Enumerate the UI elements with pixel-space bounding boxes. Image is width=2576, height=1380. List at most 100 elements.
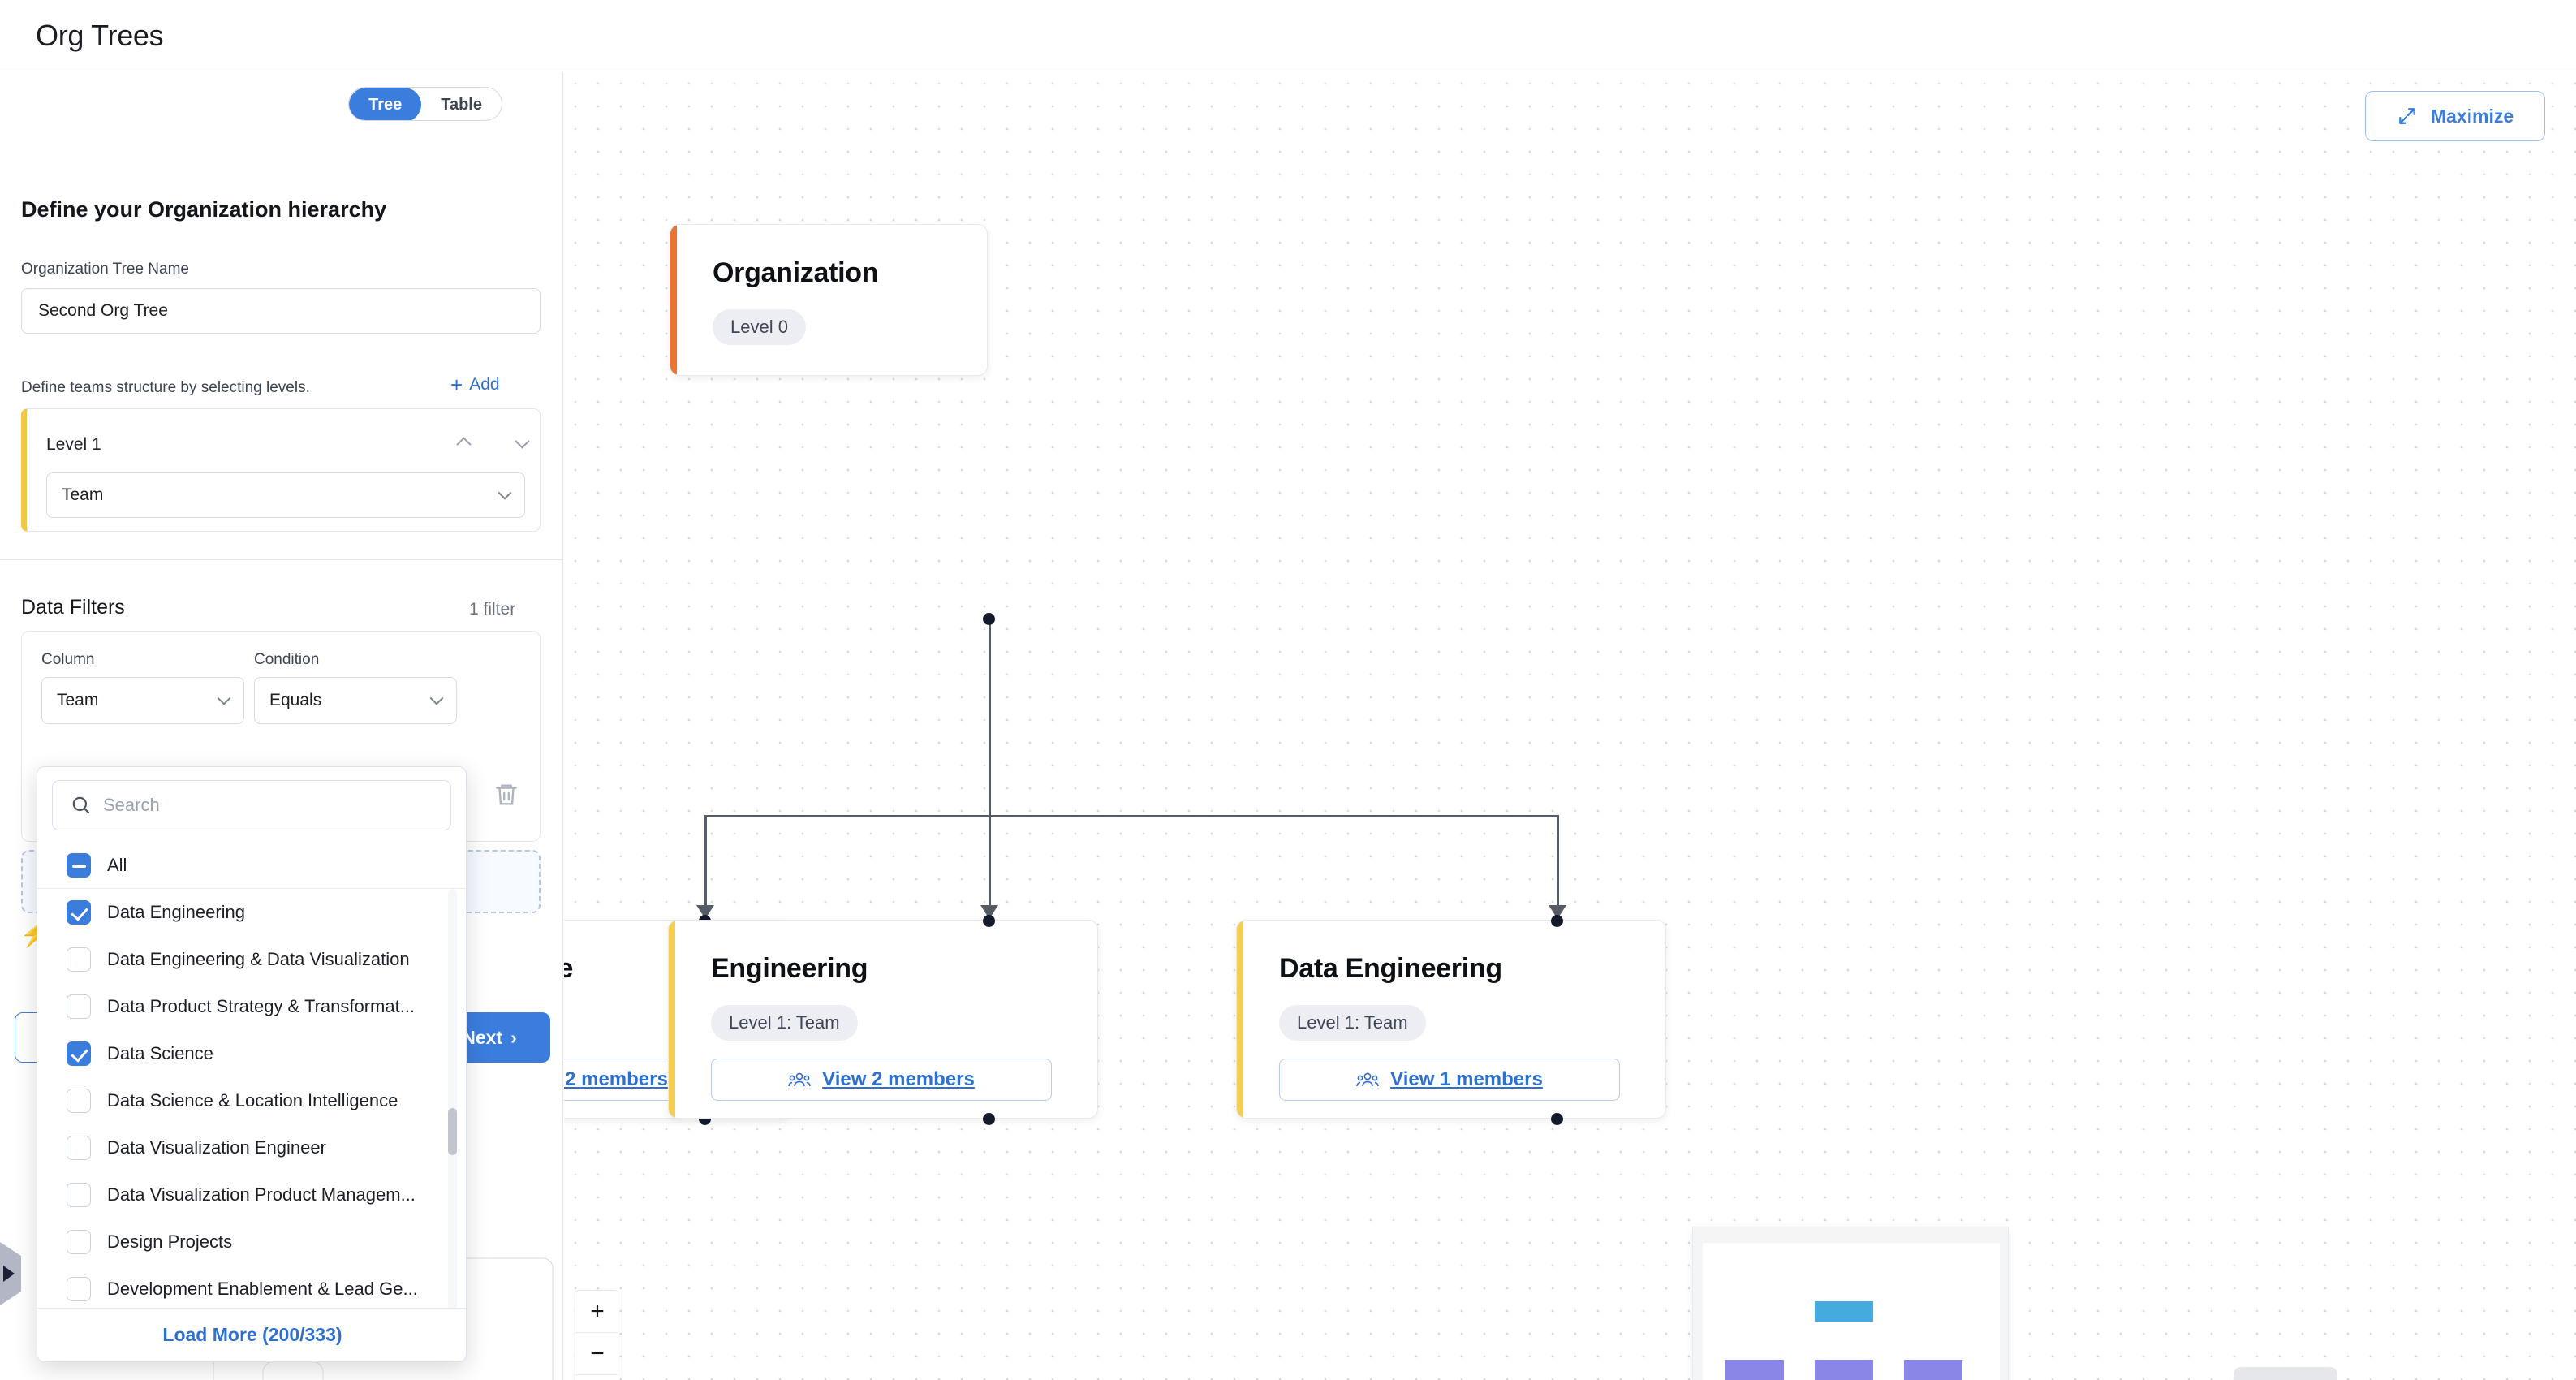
- chevron-down-icon: [429, 691, 444, 705]
- filter-column-select[interactable]: Team: [41, 677, 244, 724]
- option-label: Design Projects: [107, 1231, 233, 1252]
- checkbox-icon[interactable]: [67, 900, 91, 925]
- move-level-down-icon[interactable]: [511, 433, 532, 455]
- level-type-select[interactable]: Team: [46, 472, 525, 518]
- data-filters-title: Data Filters: [21, 596, 125, 619]
- view-members-label: View 2 members: [564, 1068, 668, 1090]
- plus-icon: +: [450, 373, 463, 397]
- zoom-controls[interactable]: + −: [575, 1290, 618, 1380]
- search-field[interactable]: [52, 780, 451, 830]
- zoom-out-button[interactable]: −: [575, 1333, 618, 1375]
- list-item[interactable]: Development Enablement & Lead Ge...: [37, 1266, 466, 1311]
- node-data-engineering[interactable]: Data Engineering Level 1: Team View 1 me…: [1236, 920, 1666, 1119]
- option-label: Data Visualization Product Managem...: [107, 1184, 416, 1205]
- tab-table[interactable]: Table: [421, 88, 502, 120]
- edge-to-child-3: [1557, 815, 1559, 916]
- filter-condition-label: Condition: [254, 651, 320, 668]
- members-icon: [1356, 1072, 1379, 1087]
- node-port-top[interactable]: [1551, 915, 1563, 927]
- dropdown-search-area: [37, 767, 466, 842]
- list-item[interactable]: Data Engineering: [37, 889, 466, 936]
- node-port-top[interactable]: [983, 915, 995, 927]
- tree-name-input[interactable]: [21, 288, 541, 334]
- move-level-up-icon[interactable]: [453, 433, 474, 455]
- zoom-in-button[interactable]: +: [575, 1291, 618, 1333]
- tab-tree[interactable]: Tree: [349, 88, 422, 120]
- level-title: Level 1: [46, 435, 101, 454]
- load-more-button[interactable]: Load More (200/333): [37, 1308, 466, 1361]
- edge-horizontal-right: [989, 815, 1558, 817]
- next-label: Next: [462, 1026, 503, 1048]
- checkbox-icon[interactable]: [67, 1089, 91, 1113]
- members-icon: [788, 1072, 811, 1087]
- option-label: Data Visualization Engineer: [107, 1137, 326, 1158]
- list-item[interactable]: Data Visualization Engineer: [37, 1124, 466, 1171]
- checkbox-icon[interactable]: [67, 1183, 91, 1207]
- list-item[interactable]: Data Science: [37, 1030, 466, 1077]
- option-label: Data Science & Location Intelligence: [107, 1090, 398, 1110]
- checkbox-indeterminate-icon[interactable]: [67, 852, 91, 878]
- node-title: Engineering: [711, 953, 868, 984]
- edge-root-vertical: [989, 618, 991, 817]
- search-input[interactable]: [103, 795, 416, 816]
- dropdown-option-list[interactable]: Data Engineering Data Engineering & Data…: [37, 889, 466, 1311]
- maximize-button[interactable]: Maximize: [2365, 91, 2545, 141]
- filter-condition-value: Equals: [269, 691, 322, 709]
- node-level-badge: Level 1: Team: [711, 1005, 858, 1041]
- node-level-badge: Level 1: Team: [1279, 1005, 1426, 1041]
- node-port-bottom[interactable]: [983, 1113, 995, 1125]
- filter-count: 1 filter: [469, 600, 516, 619]
- scrollbar-thumb[interactable]: [448, 1108, 457, 1155]
- node-title: Data Engineering: [1279, 953, 1502, 984]
- view-members-button[interactable]: View 1 members: [1279, 1059, 1620, 1101]
- list-item[interactable]: Data Engineering & Data Visualization: [37, 936, 466, 983]
- list-item[interactable]: Data Visualization Product Managem...: [37, 1171, 466, 1218]
- sidebar-divider: [0, 559, 562, 560]
- option-label: Data Engineering & Data Visualization: [107, 949, 410, 969]
- checkbox-icon[interactable]: [67, 994, 91, 1019]
- checkbox-icon[interactable]: [67, 1041, 91, 1066]
- checkbox-icon[interactable]: [67, 947, 91, 972]
- list-item[interactable]: Data Product Strategy & Transformat...: [37, 983, 466, 1030]
- chevron-right-icon: ›: [510, 1026, 517, 1048]
- levels-hint: Define teams structure by selecting leve…: [21, 379, 310, 396]
- minimap-viewport[interactable]: [1703, 1243, 2000, 1380]
- view-toggle[interactable]: Tree Table: [348, 87, 502, 121]
- option-label: Data Product Strategy & Transformat...: [107, 996, 416, 1016]
- select-all-label: All: [107, 854, 127, 875]
- option-label: Development Enablement & Lead Ge...: [107, 1279, 418, 1299]
- node-title: Data Science: [564, 953, 573, 985]
- sidebar-heading: Define your Organization hierarchy: [21, 197, 387, 222]
- option-label: Data Science: [107, 1043, 213, 1063]
- triangle-right-icon: [3, 1266, 15, 1282]
- checkbox-icon[interactable]: [67, 1136, 91, 1160]
- level-type-value: Team: [62, 485, 104, 504]
- zoom-fit-button[interactable]: [575, 1375, 618, 1380]
- minimap[interactable]: [1692, 1227, 2009, 1380]
- node-port-bottom[interactable]: [1551, 1113, 1563, 1125]
- list-item[interactable]: Data Science & Location Intelligence: [37, 1077, 466, 1124]
- select-all-row[interactable]: All: [37, 842, 466, 889]
- filter-column-value: Team: [57, 691, 99, 709]
- trash-tooltip: Trash: [2234, 1367, 2337, 1380]
- option-label: Data Engineering: [107, 902, 246, 922]
- list-item[interactable]: Design Projects: [37, 1218, 466, 1266]
- add-level-button[interactable]: + Add: [450, 374, 500, 395]
- node-port-bottom[interactable]: [983, 613, 995, 625]
- node-title: Organization: [713, 257, 879, 288]
- node-organization[interactable]: Organization Level 0: [670, 224, 988, 376]
- checkbox-icon[interactable]: [67, 1277, 91, 1301]
- node-engineering[interactable]: Engineering Level 1: Team View 2 members: [668, 920, 1098, 1119]
- minimap-node-root: [1815, 1301, 1873, 1322]
- dropdown-scrollbar[interactable]: [448, 889, 457, 1311]
- view-members-button[interactable]: View 2 members: [711, 1059, 1052, 1101]
- filter-condition-select[interactable]: Equals: [254, 677, 457, 724]
- org-chart-canvas[interactable]: Maximize Organization Level 0 Data Scien…: [564, 72, 2576, 1380]
- delete-filter-icon[interactable]: [493, 781, 520, 809]
- checkbox-icon[interactable]: [67, 1230, 91, 1254]
- top-bar: Org Trees: [0, 0, 2576, 71]
- maximize-label: Maximize: [2430, 105, 2514, 127]
- chevron-down-icon: [498, 485, 512, 500]
- minimap-node-child: [1904, 1360, 1962, 1380]
- tree-name-label: Organization Tree Name: [21, 261, 189, 278]
